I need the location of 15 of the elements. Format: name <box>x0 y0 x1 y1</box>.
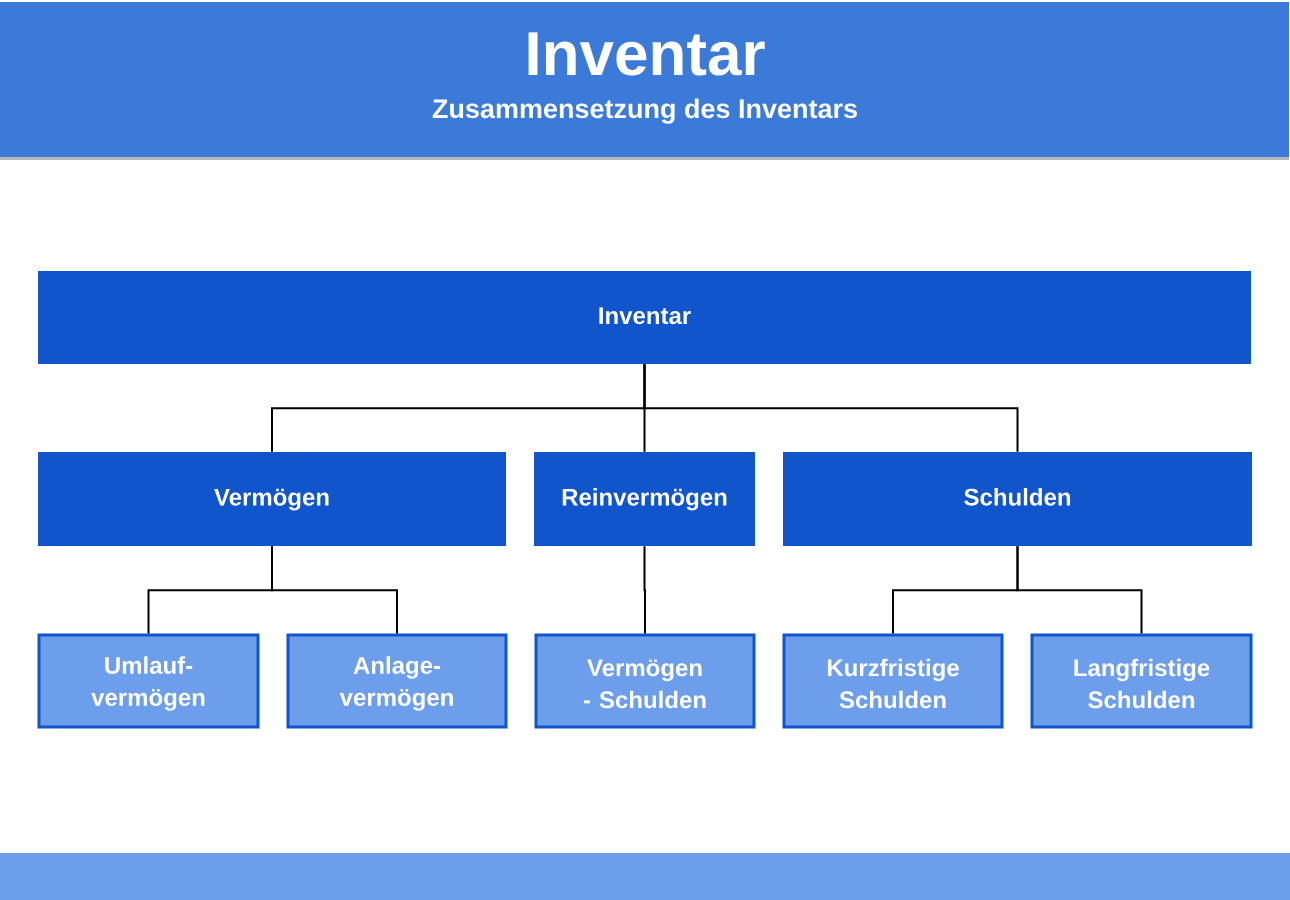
category-box: Vermögen <box>38 452 506 546</box>
connector-line <box>643 363 1019 453</box>
subtitle: Zusammensetzung des Inventars <box>432 98 857 124</box>
title: Inventar <box>528 32 765 76</box>
subcategory-box: Kurzfristige Schulden <box>782 633 1004 729</box>
category-box: Reinvermögen <box>534 452 755 546</box>
connector-line <box>271 545 398 635</box>
connector-line <box>643 545 646 635</box>
category-box: Schulden <box>783 452 1252 546</box>
root-box: Inventar <box>38 271 1251 364</box>
subcategory-box: Vermögen - Schulden <box>534 633 756 729</box>
subcategory-box: Langfristige Schulden <box>1030 633 1253 729</box>
connector-line <box>1016 545 1143 635</box>
subcategory-box: Umlauf- vermögen <box>37 633 260 729</box>
subcategory-box: Anlage- vermögen <box>286 633 508 729</box>
